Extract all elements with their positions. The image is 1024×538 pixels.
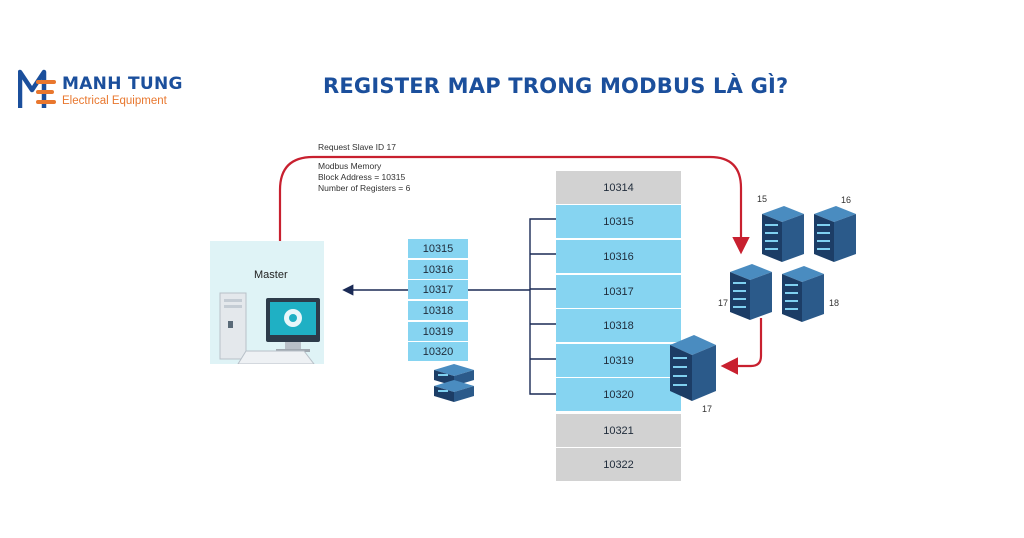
- memory-register-10315: 10315: [556, 205, 681, 238]
- small-server-icon: [434, 364, 474, 402]
- memory-register-10322: 10322: [556, 448, 681, 481]
- response-arrow: [720, 318, 763, 375]
- requested-register: 10315: [408, 239, 468, 258]
- memory-register-10319: 10319: [556, 344, 681, 377]
- memory-register-10314: 10314: [556, 171, 681, 204]
- block-address-label: Block Address = 10315: [318, 172, 406, 182]
- requested-register: 10320: [408, 342, 468, 361]
- requested-register: 10318: [408, 301, 468, 320]
- brand-mark-icon: [18, 69, 56, 108]
- server-rack-icon: [730, 264, 772, 320]
- requested-register: 10319: [408, 322, 468, 341]
- brand-name: MANH TUNG: [62, 74, 183, 94]
- slave-id-18: 18: [829, 298, 840, 308]
- register-bracket: [529, 218, 556, 395]
- master-panel: Master: [210, 241, 324, 364]
- server-rack-icon: [782, 266, 824, 322]
- memory-register-10318: 10318: [556, 309, 681, 342]
- memory-register-10320: 10320: [556, 378, 681, 411]
- brand-tagline: Electrical Equipment: [62, 95, 167, 107]
- memory-register-10317: 10317: [556, 275, 681, 308]
- request-arrow: [278, 155, 750, 255]
- slave-id-16: 16: [841, 195, 852, 205]
- slave-id-17: 17: [718, 298, 729, 308]
- memory-register-10321: 10321: [556, 414, 681, 447]
- server-rack-icon: [814, 206, 856, 262]
- requested-register: 10317: [408, 280, 468, 299]
- selected-slave-server-icon: [670, 335, 716, 401]
- memory-register-10316: 10316: [556, 240, 681, 273]
- computer-icon: [219, 292, 320, 364]
- register-count-label: Number of Registers = 6: [318, 183, 411, 193]
- selected-slave-id: 17: [702, 404, 713, 414]
- brand-logo: MANH TUNG Electrical Equipment: [18, 68, 188, 118]
- modbus-memory-label: Modbus Memory: [318, 161, 382, 171]
- page-title: REGISTER MAP TRONG MODBUS LÀ GÌ?: [323, 74, 789, 98]
- requested-register: 10316: [408, 260, 468, 279]
- slave-id-15: 15: [757, 194, 768, 204]
- server-rack-icon: [762, 206, 804, 262]
- request-slave-label: Request Slave ID 17: [318, 142, 396, 152]
- master-label: Master: [254, 269, 288, 281]
